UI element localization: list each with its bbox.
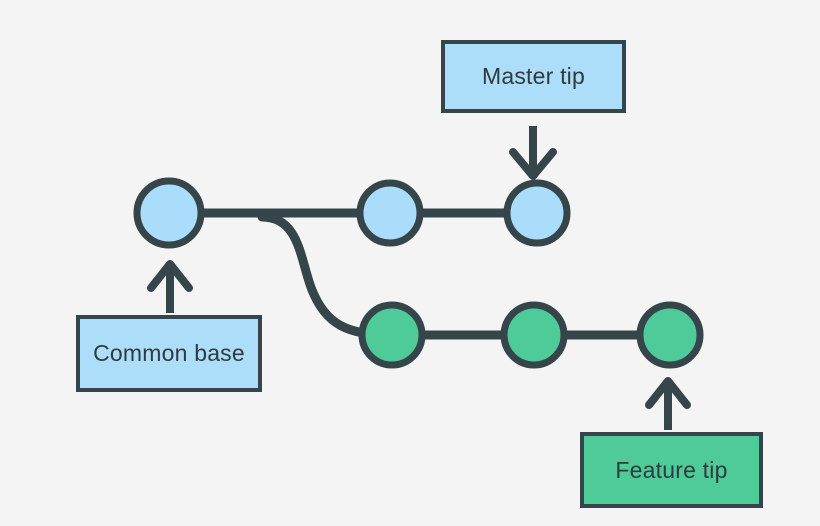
arrow-master-tip [509,126,557,180]
label-text-common-base: Common base [93,340,245,366]
commit-node-common-base[interactable] [133,177,205,249]
commit-node-feature-1[interactable] [358,301,426,369]
branch-fork-curve [257,212,397,340]
label-box-common-base[interactable]: Common base [76,315,262,392]
commit-node-master-1[interactable] [356,179,424,247]
label-box-feature-tip[interactable]: Feature tip [580,432,763,508]
label-text-master-tip: Master tip [482,63,585,89]
arrow-common-base [147,260,193,313]
arrow-feature-tip [645,377,691,430]
label-box-master-tip[interactable]: Master tip [441,40,626,113]
label-text-feature-tip: Feature tip [615,456,728,483]
commit-node-master-tip[interactable] [503,179,571,247]
commit-node-feature-2[interactable] [500,301,568,369]
commit-node-feature-tip[interactable] [636,301,704,369]
